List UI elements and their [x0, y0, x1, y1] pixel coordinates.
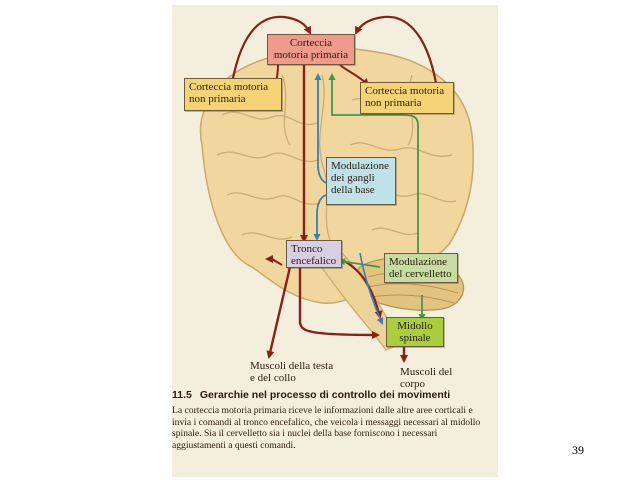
arrow-right-nonprimary-to-primary	[355, 15, 438, 84]
figure-caption: 11.5 Gerarchie nel processo di controllo …	[172, 389, 498, 451]
basal-ganglia-label: Modulazione dei gangli della base	[331, 160, 390, 196]
arrow-brainstem-to-head-muscles	[266, 266, 292, 359]
nonprimary-motor-cortex-right-label: Corteccia motoria non primaria	[365, 85, 445, 109]
spinal-cord-box: Midollo spinale	[386, 317, 444, 347]
head-neck-muscles-label: Muscoli della testa e del collo	[250, 360, 334, 384]
brainstem-box: Tronco encefalico	[286, 240, 342, 268]
body-muscles-label: Muscoli del corpo	[400, 366, 453, 390]
arrow-primary-to-spinal-cord	[298, 267, 380, 339]
arrow-left-nonprimary-to-primary	[230, 15, 311, 84]
primary-motor-cortex-box: Corteccia motoria primaria	[267, 34, 355, 65]
caption-body: La corteccia motoria primaria riceve le …	[172, 405, 481, 451]
arrow-cerebellum-to-cortex	[328, 73, 419, 255]
primary-motor-cortex-label: Corteccia motoria primaria	[273, 37, 349, 61]
caption-title-line: 11.5 Gerarchie nel processo di controllo …	[172, 389, 498, 401]
nonprimary-motor-cortex-left-box: Corteccia motoria non primaria	[184, 78, 282, 111]
motor-hierarchy-figure: Corteccia motoria primaria Corteccia mot…	[172, 5, 498, 477]
arrow-brainstem-back	[265, 255, 283, 266]
basal-ganglia-box: Modulazione dei gangli della base	[326, 157, 396, 205]
arrow-brainstem-blue-to-spinal-cord	[359, 252, 384, 325]
arrow-cerebellum-to-brainstem	[338, 258, 381, 268]
nonprimary-motor-cortex-right-box: Corteccia motoria non primaria	[360, 82, 454, 114]
caption-number: 11.5	[172, 389, 192, 401]
caption-title: Gerarchie nel processo di controllo dei …	[199, 389, 451, 401]
spinal-cord-label: Midollo spinale	[397, 320, 433, 344]
page-number: 39	[572, 443, 584, 457]
cerebellum-label: Modulazione del cervelletto	[389, 256, 452, 280]
nonprimary-motor-cortex-left-label: Corteccia motoria non primaria	[189, 81, 269, 105]
cerebellum-box: Modulazione del cervelletto	[384, 253, 458, 283]
brainstem-label: Tronco encefalico	[291, 243, 337, 267]
